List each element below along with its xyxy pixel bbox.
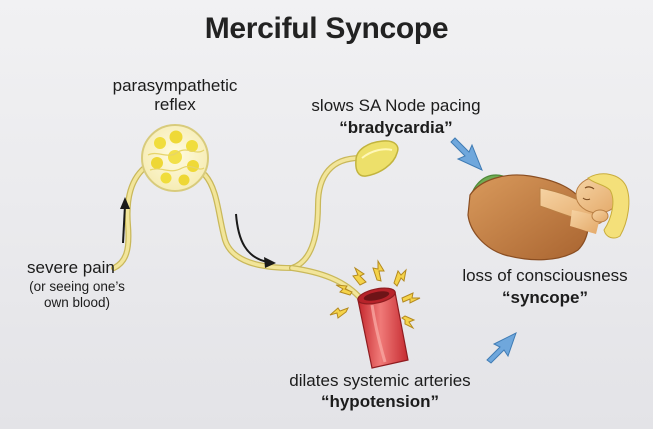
reflex-label-line1: parasympathetic	[112, 76, 238, 95]
arrow-to-syncope-from-artery	[486, 332, 517, 364]
trigger-note-line1: (or seeing one’s	[29, 279, 125, 294]
trigger-note: (or seeing one’s own blood)	[18, 279, 136, 311]
outcome-term: “syncope”	[502, 288, 588, 307]
reflex-label-line2: reflex	[154, 95, 196, 114]
artery-icon	[357, 287, 409, 369]
nerve-direction-arrow-up	[120, 197, 130, 244]
vessel-effect-label: dilates systemic arteries	[289, 371, 471, 390]
reflex-label: parasympathetic reflex	[105, 76, 245, 114]
ganglion-icon	[141, 124, 209, 192]
nerve-direction-arrow-down	[235, 213, 276, 268]
heart-node-icon	[355, 140, 399, 177]
trigger-label: severe pain	[27, 258, 115, 277]
heart-effect-term: “bradycardia”	[339, 118, 453, 137]
dilation-arrows-icon	[329, 259, 421, 330]
arrow-to-syncope-from-heart	[450, 137, 483, 171]
heart-effect-label: slows SA Node pacing	[311, 96, 481, 115]
page-title: Merciful Syncope	[204, 12, 449, 45]
fainted-person-illustration	[467, 173, 630, 261]
trigger-note-line2: own blood)	[43, 295, 111, 310]
nerve-pathway	[111, 155, 365, 303]
outcome-label: loss of consciousness	[462, 266, 628, 285]
vessel-effect-term: “hypotension”	[320, 392, 440, 411]
